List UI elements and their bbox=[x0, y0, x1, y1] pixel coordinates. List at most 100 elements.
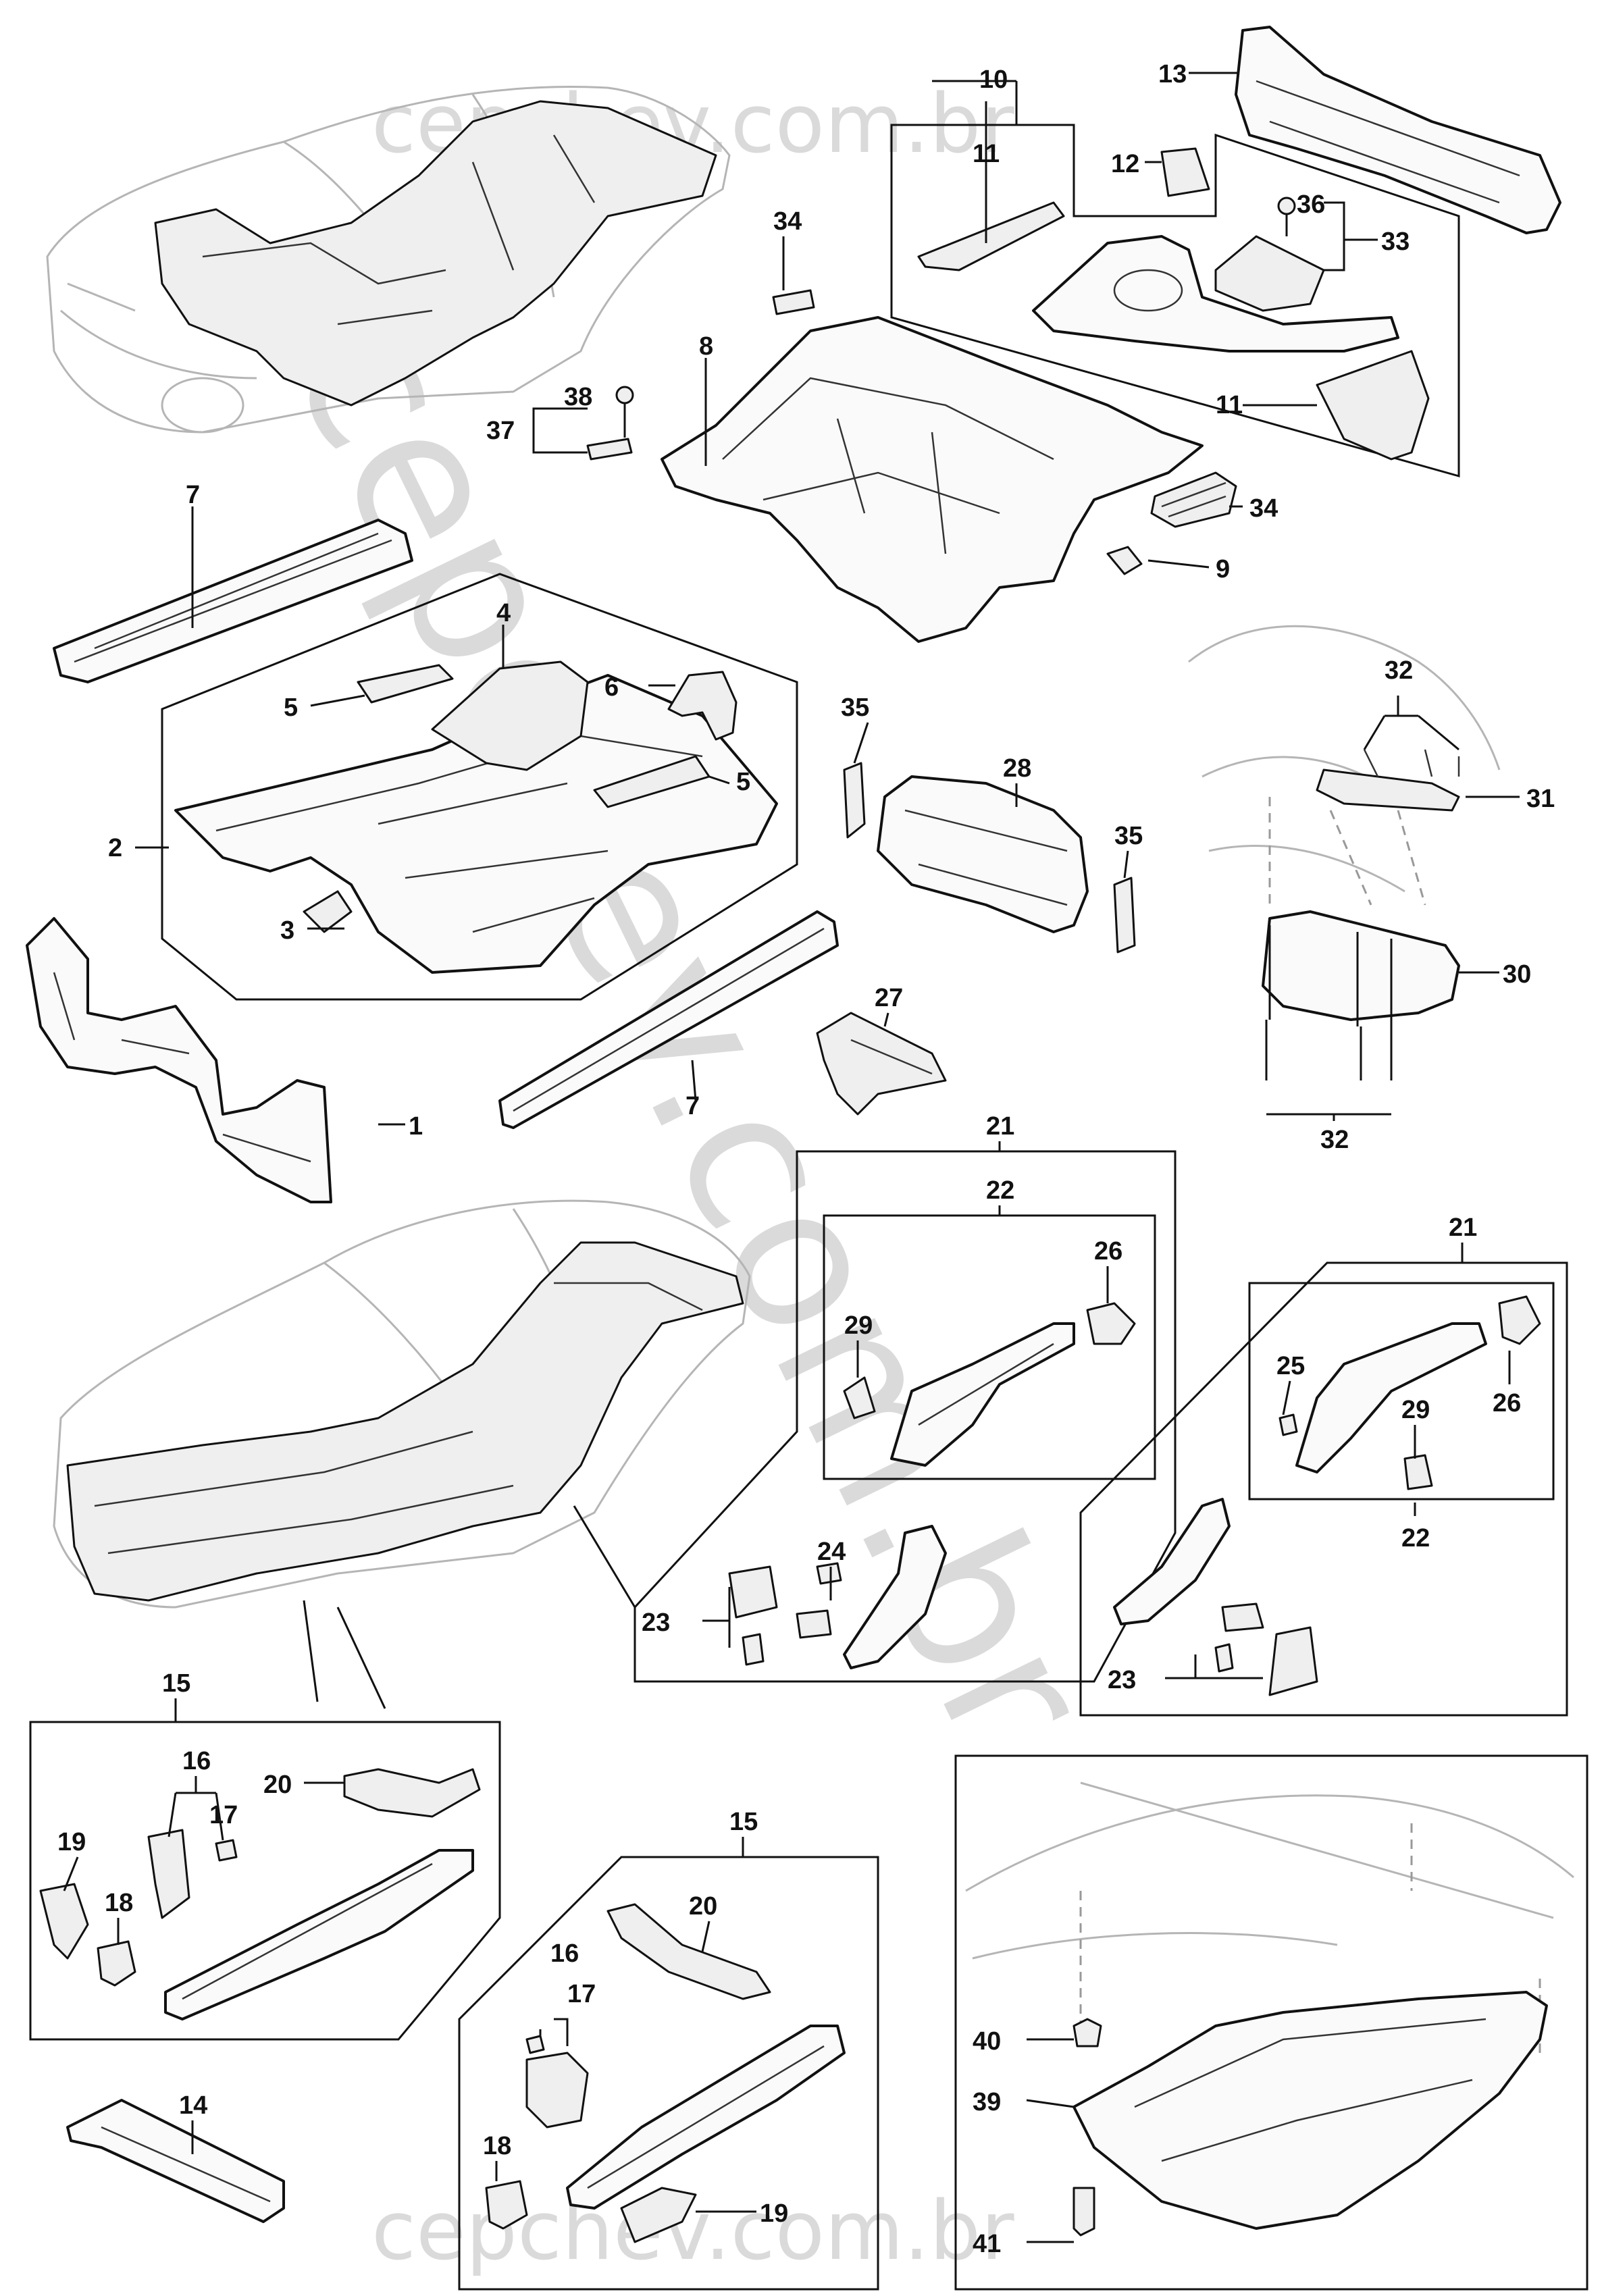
group-frame-10 bbox=[890, 124, 1460, 477]
callout-5-right: 5 bbox=[736, 768, 750, 796]
part-37-38-fastener bbox=[586, 386, 634, 461]
callout-28: 28 bbox=[1003, 754, 1031, 783]
callout-17-center: 17 bbox=[567, 1980, 596, 2008]
leader-lines-middle bbox=[303, 1505, 636, 1709]
callout-32-bottom: 32 bbox=[1320, 1126, 1349, 1154]
part-32-bolts bbox=[1265, 1020, 1393, 1080]
part-34-crossmember bbox=[1150, 471, 1237, 528]
group-frame-39 bbox=[954, 1754, 1588, 2291]
part-15-rail-a bbox=[164, 1849, 474, 2020]
callout-19-left: 19 bbox=[57, 1828, 86, 1856]
group-frame-21-right bbox=[1079, 1261, 1568, 1717]
callout-19-center: 19 bbox=[760, 2199, 788, 2228]
callout-26-right: 26 bbox=[1493, 1389, 1521, 1417]
part-18-block-a bbox=[97, 1940, 136, 1987]
callout-30: 30 bbox=[1503, 960, 1531, 989]
callout-22-left: 22 bbox=[986, 1176, 1014, 1205]
callout-18-center: 18 bbox=[483, 2132, 511, 2160]
part-39-underbody-shield bbox=[1073, 1991, 1548, 2230]
part-7-lower-sill bbox=[498, 910, 839, 1129]
callout-18-left: 18 bbox=[105, 1889, 133, 1917]
callout-26-left: 26 bbox=[1094, 1237, 1122, 1266]
part-34-bracket-small bbox=[772, 289, 815, 315]
part-31-bracket bbox=[1316, 749, 1460, 812]
callout-6: 6 bbox=[604, 673, 619, 702]
callout-8: 8 bbox=[699, 332, 713, 361]
car-outline-top bbox=[46, 85, 731, 434]
part-26-block-a bbox=[1086, 1302, 1136, 1345]
part-13-rear-panel bbox=[1235, 26, 1561, 234]
callout-20-left: 20 bbox=[263, 1771, 292, 1799]
callout-33: 33 bbox=[1381, 228, 1410, 256]
callout-7-upper: 7 bbox=[186, 481, 200, 509]
callout-15-center: 15 bbox=[729, 1808, 758, 1836]
part-30-panel bbox=[1262, 797, 1460, 1021]
callout-36: 36 bbox=[1297, 190, 1325, 219]
callout-29-right: 29 bbox=[1401, 1396, 1430, 1424]
callout-5-left: 5 bbox=[284, 694, 298, 722]
callout-1: 1 bbox=[409, 1112, 423, 1141]
callout-11-left: 11 bbox=[973, 140, 1000, 168]
part-12-bracket bbox=[1160, 147, 1210, 197]
callout-7-lower: 7 bbox=[686, 1092, 700, 1120]
car-outline-middle bbox=[53, 1199, 751, 1609]
part-9-plug bbox=[1106, 546, 1143, 575]
part-20-rail-a bbox=[343, 1768, 481, 1818]
callout-41: 41 bbox=[973, 2230, 1001, 2258]
callout-23-left: 23 bbox=[642, 1609, 670, 1637]
part-11-panel-a bbox=[917, 201, 1065, 271]
callout-29-left: 29 bbox=[844, 1311, 873, 1340]
part-1-side-panel bbox=[26, 917, 332, 1203]
part-23-plates-b bbox=[1214, 1602, 1318, 1696]
callout-21-left: 21 bbox=[986, 1112, 1014, 1141]
callout-35-left: 35 bbox=[841, 694, 869, 722]
part-19-panel-b bbox=[620, 2187, 697, 2243]
part-22-rail-a bbox=[890, 1322, 1075, 1467]
callout-12: 12 bbox=[1111, 150, 1139, 178]
callout-22-right: 22 bbox=[1401, 1524, 1430, 1553]
part-16-17-bracket-a bbox=[147, 1829, 238, 1919]
part-20-rail-b bbox=[606, 1903, 771, 2000]
callout-24: 24 bbox=[817, 1538, 846, 1566]
part-8-rear-floor bbox=[661, 316, 1204, 643]
group-frame-15-center bbox=[458, 1856, 879, 2291]
callout-32-top: 32 bbox=[1385, 656, 1413, 685]
group-frame-21-left bbox=[634, 1150, 1177, 1683]
part-22-rail-b bbox=[1295, 1322, 1487, 1473]
part-14-crossmember bbox=[66, 2099, 285, 2223]
part-23-plates-a bbox=[728, 1562, 842, 1666]
part-35-bracket-a bbox=[843, 762, 866, 839]
part-35-bracket-b bbox=[1113, 877, 1136, 954]
callout-40: 40 bbox=[973, 2027, 1001, 2056]
callout-2: 2 bbox=[108, 834, 122, 862]
part-33-36-bracket bbox=[1214, 197, 1325, 312]
part-29-block-b bbox=[1403, 1454, 1433, 1490]
group-frame-15-left bbox=[29, 1721, 501, 2041]
callout-34-left: 34 bbox=[773, 207, 802, 236]
part-11-panel-b bbox=[1316, 350, 1430, 461]
part-21-rail-a bbox=[843, 1525, 947, 1669]
callout-27: 27 bbox=[875, 984, 903, 1012]
car-outline-right bbox=[1188, 625, 1501, 893]
callout-17-left: 17 bbox=[209, 1801, 238, 1829]
part-16-17-bracket-b bbox=[525, 2035, 589, 2129]
callout-38: 38 bbox=[564, 383, 592, 411]
callout-37: 37 bbox=[486, 417, 515, 445]
callout-14: 14 bbox=[179, 2091, 207, 2120]
callout-11-right: 11 bbox=[1216, 391, 1243, 419]
part-15-rail-b bbox=[566, 2025, 846, 2210]
callout-16-left: 16 bbox=[182, 1747, 211, 1775]
leader-lines bbox=[63, 72, 1520, 2243]
part-10-spare-wheel-well bbox=[1032, 235, 1399, 353]
part-29-block-a bbox=[843, 1376, 876, 1419]
part-26-block-b bbox=[1498, 1295, 1541, 1345]
part-25-block bbox=[1278, 1413, 1298, 1436]
callout-39: 39 bbox=[973, 2088, 1001, 2116]
callout-15-left: 15 bbox=[162, 1669, 190, 1698]
callout-10: 10 bbox=[979, 66, 1008, 94]
part-40-nut bbox=[1073, 2018, 1102, 2047]
part-4-tunnel bbox=[431, 660, 589, 771]
part-27-bracket bbox=[816, 1012, 947, 1116]
callout-25: 25 bbox=[1276, 1352, 1305, 1380]
